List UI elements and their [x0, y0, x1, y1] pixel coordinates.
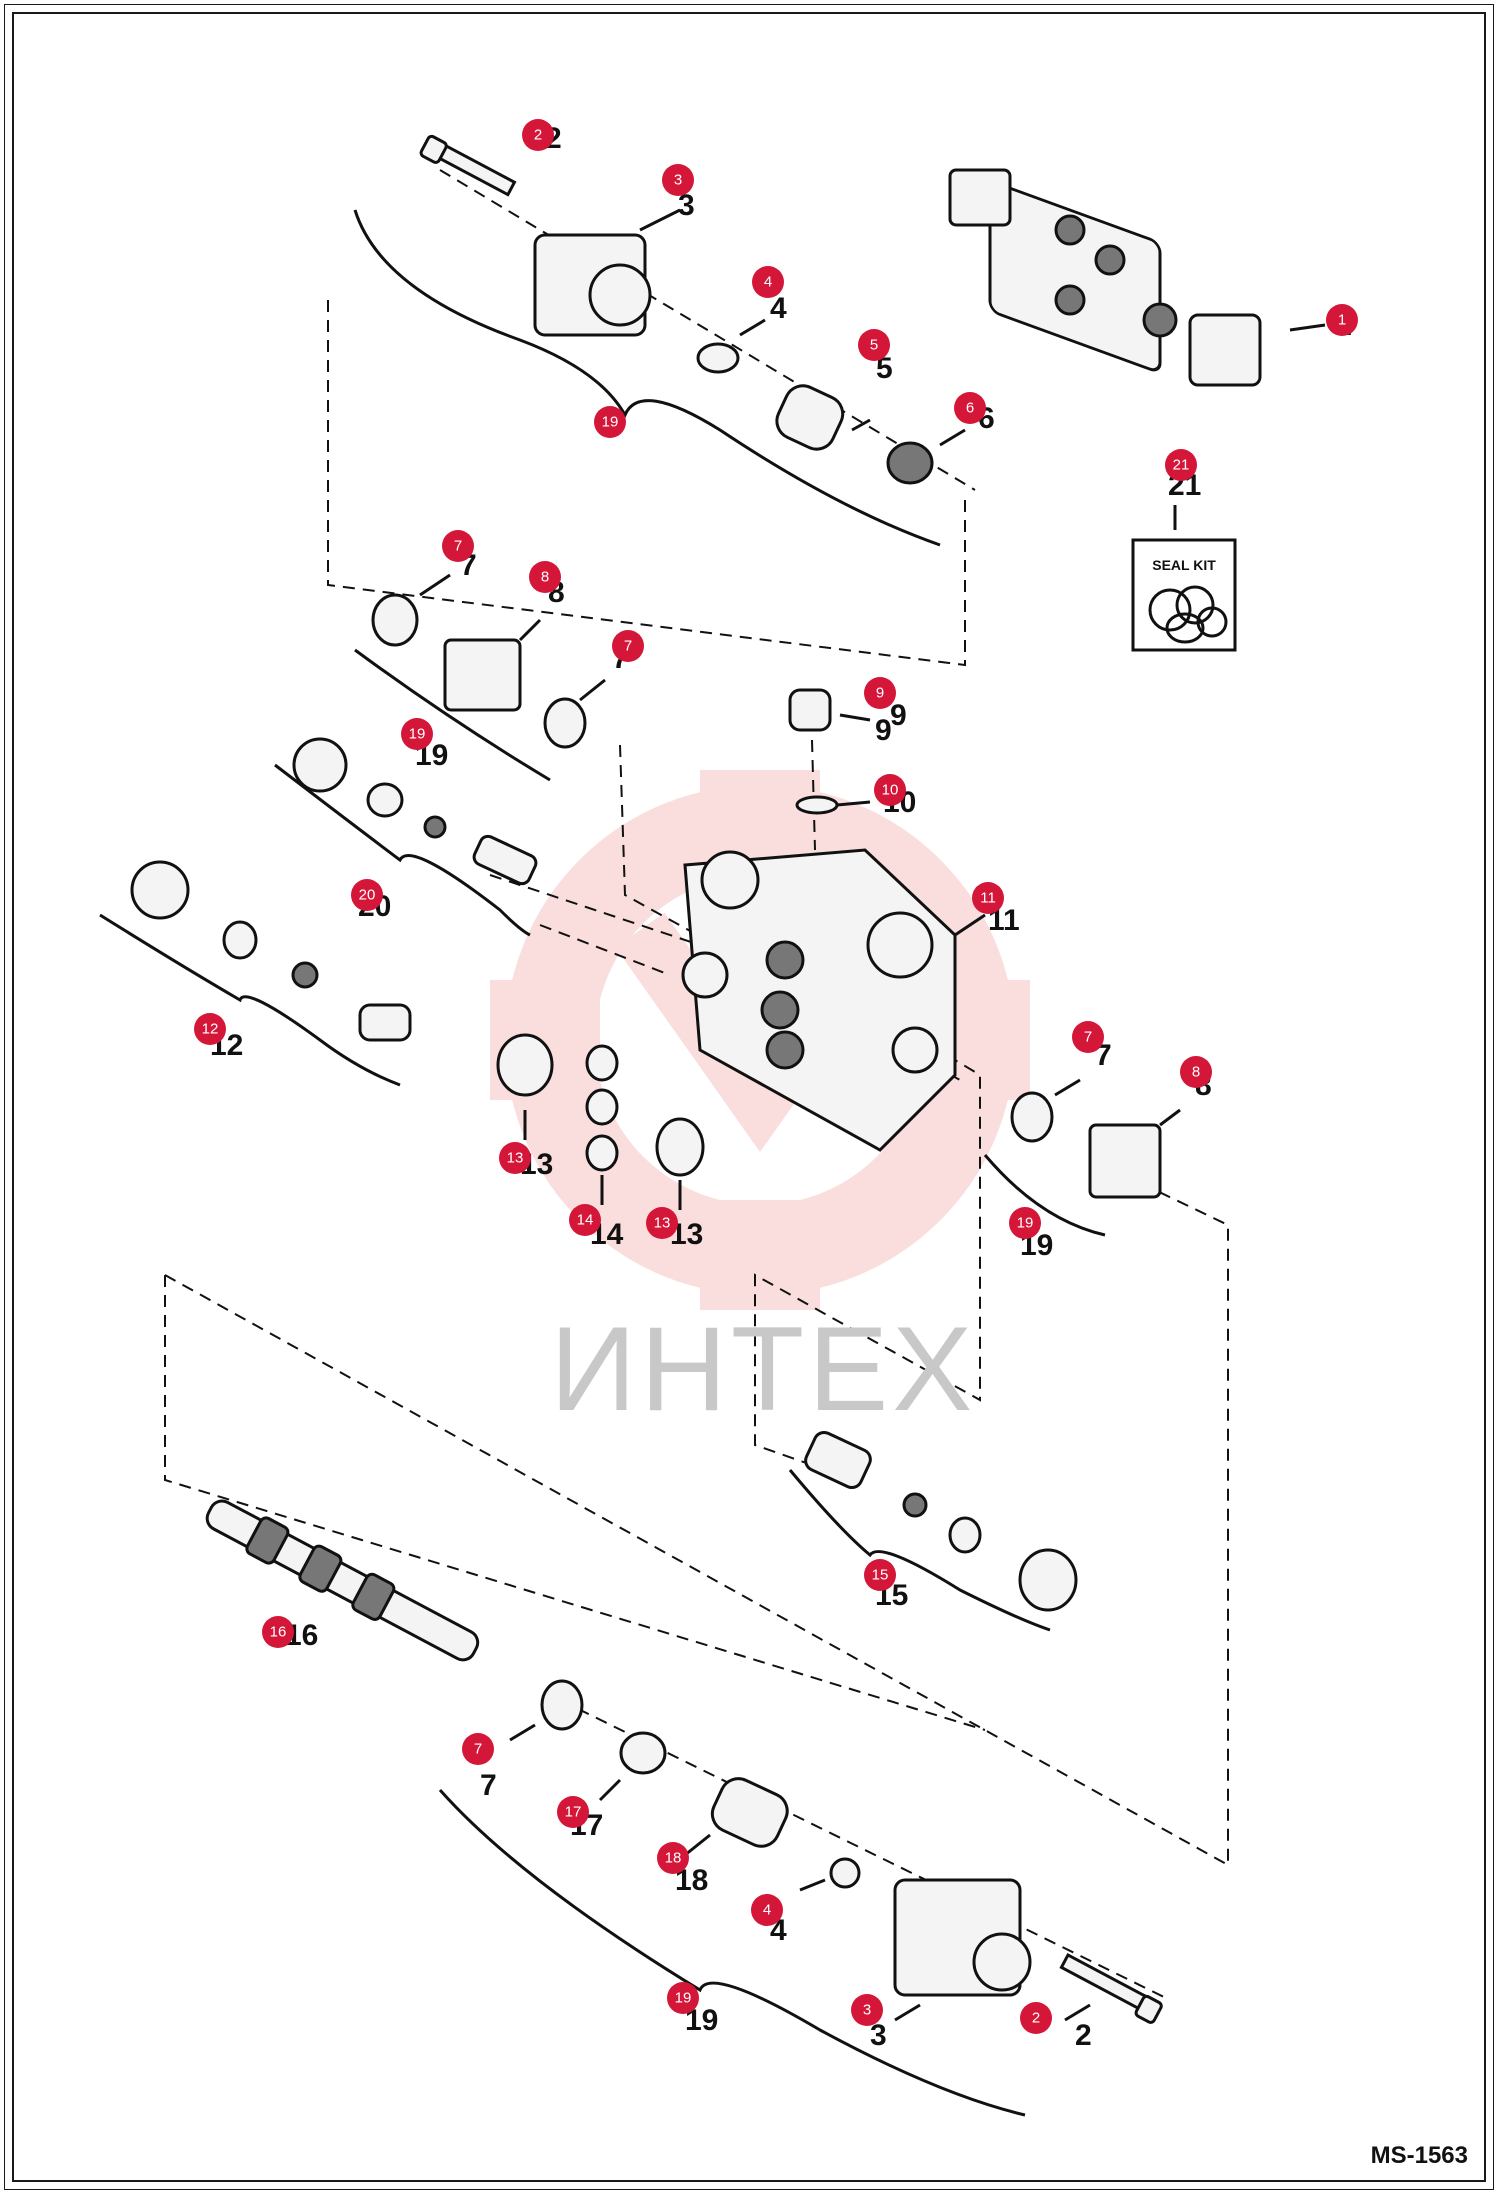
spool-cap-top — [533, 233, 652, 337]
seal-top — [886, 441, 934, 485]
valve-parts — [130, 134, 1262, 2024]
ref-number: 3 — [870, 2019, 887, 2052]
callout-number: 16 — [270, 1624, 287, 1641]
callout-number: 15 — [872, 1567, 889, 1584]
outer-border — [4, 4, 1494, 2190]
callout-number: 9 — [876, 685, 884, 702]
callout-number: 21 — [1173, 457, 1190, 474]
callout-number: 2 — [534, 127, 542, 144]
ref-number: 9 — [890, 699, 907, 732]
callout-number: 3 — [674, 172, 682, 189]
callout-number: 7 — [624, 638, 632, 655]
plug-part — [788, 688, 832, 732]
callout-number: 4 — [763, 1902, 771, 1919]
bolt-part — [419, 134, 517, 197]
callout-number: 14 — [577, 1212, 594, 1229]
callout-number: 19 — [1017, 1215, 1034, 1232]
callout-number: 4 — [764, 274, 772, 291]
drawing-id: MS-1563 — [1370, 2142, 1468, 2169]
seal-kit-icon — [1131, 538, 1237, 652]
callout-number: 18 — [665, 1850, 682, 1867]
callout-number: 19 — [409, 726, 426, 743]
callout-number: 12 — [202, 1021, 219, 1038]
o-ring-small — [795, 795, 839, 815]
ref-number: 7 — [480, 1769, 497, 1802]
callouts: 1 2 3 4 5 6 7 8 7 19 9 10 19 20 11 12 7 … — [194, 119, 1358, 2034]
assembly-braces — [99, 209, 1106, 2117]
callout-number: 5 — [870, 337, 878, 354]
callout-number: 7 — [474, 1741, 482, 1758]
o-ring — [543, 697, 587, 749]
complete-valve-assembly — [948, 168, 1262, 387]
spool-part — [205, 1499, 480, 1662]
callout-number: 13 — [654, 1215, 671, 1232]
leader-lines — [419, 208, 1326, 2022]
ref-number: 4 — [770, 292, 787, 325]
callout-number: 1 — [1338, 312, 1346, 329]
seal-kit-label: SEAL KIT — [1152, 557, 1216, 573]
spring-top — [775, 384, 845, 451]
callout-number: 8 — [1192, 1064, 1200, 1081]
relief-cap-2 — [130, 860, 190, 920]
ref-number: 2 — [1075, 2019, 1092, 2052]
valve-body — [681, 848, 957, 1152]
callout-number: 19 — [675, 1990, 692, 2007]
callout-number: 8 — [541, 569, 549, 586]
diagram-frame — [12, 12, 1486, 2182]
callout-number: 7 — [1084, 1029, 1092, 1046]
callout-number: 2 — [1032, 2010, 1040, 2027]
o-ring — [371, 593, 419, 647]
assembly-dashed-lines — [164, 169, 1229, 2001]
spool-cap-bottom — [893, 1878, 1032, 1997]
ref-number: 5 — [876, 352, 893, 385]
callout-number: 6 — [966, 400, 974, 417]
watermark-text: ИНТЕХ — [550, 1302, 977, 1436]
callout-number: 13 — [507, 1150, 524, 1167]
callout-number: 17 — [565, 1804, 582, 1821]
relief-cap — [292, 737, 348, 793]
callout-number: 7 — [454, 538, 462, 555]
callout-number: 3 — [863, 2002, 871, 2019]
callout-number: 20 — [359, 887, 376, 904]
flange-plate — [443, 638, 522, 712]
bolt-bottom — [1059, 1952, 1163, 2024]
callout-number: 10 — [882, 782, 899, 799]
ref-number: 3 — [678, 189, 695, 222]
callout-number: 11 — [980, 890, 996, 907]
callout-number: 19 — [602, 414, 619, 431]
ref-number: 9 — [875, 714, 892, 747]
spring-seat-top — [696, 342, 740, 374]
